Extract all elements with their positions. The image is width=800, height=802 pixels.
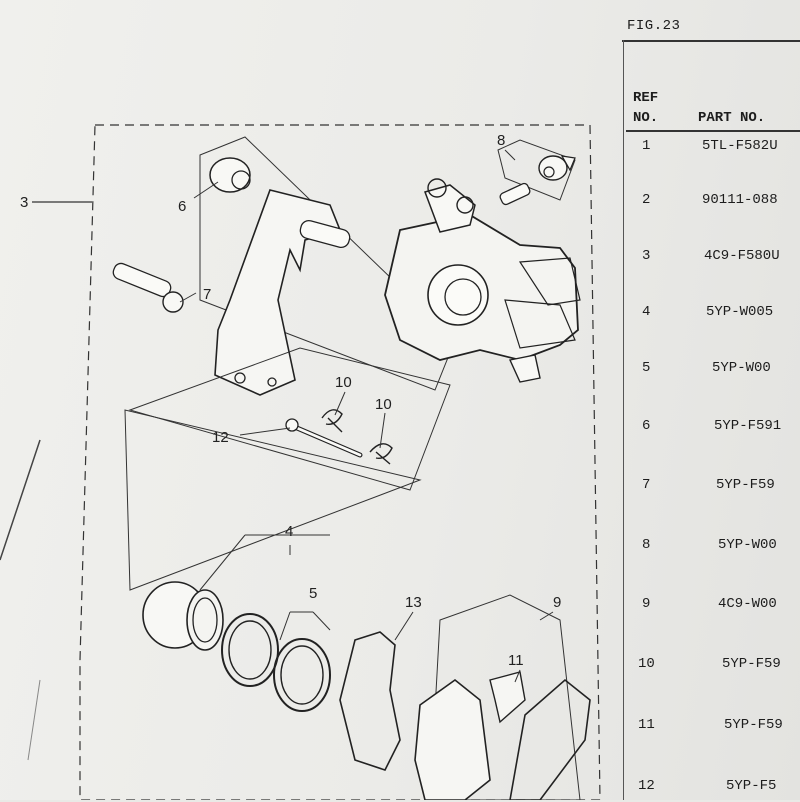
ref-number: 8: [642, 537, 651, 553]
boot-7: [162, 291, 184, 313]
part-number: 5YP-F5: [726, 778, 777, 794]
caliper-rib: [504, 299, 576, 349]
header-rule: [626, 130, 800, 132]
seal-5b-inner: [280, 645, 324, 705]
assembly-boundary: [79, 124, 601, 800]
part-number: 4C9-W00: [718, 596, 777, 612]
callout-13: 13: [405, 594, 422, 611]
slide-pin: [299, 219, 351, 249]
seal-5b: [273, 638, 331, 712]
table-row: 9 4C9-W00: [628, 596, 800, 620]
bracket-bolt-hole: [234, 372, 246, 384]
brake-pad: [414, 678, 491, 800]
pad-spring-11: [489, 671, 526, 724]
ref-number: 6: [642, 418, 651, 434]
part-number: 5YP-F59: [724, 717, 783, 733]
bracket-bolt-hole: [267, 377, 277, 387]
caliper-ear-hole: [456, 196, 474, 214]
callout-6: 6: [178, 198, 186, 215]
caliper-ear-hole: [427, 178, 447, 198]
pad-shim-13: [339, 631, 401, 771]
part-number: 5YP-W005: [706, 304, 774, 320]
bleed-screw: [499, 182, 531, 206]
table-row: 8 5YP-W00: [628, 537, 800, 561]
bleed-group-outline: [497, 139, 576, 201]
callout-10b: 10: [375, 396, 392, 413]
part-number: 5YP-W00: [712, 360, 771, 376]
part-number: 5YP-F591: [714, 418, 782, 434]
part-number: 5YP-F59: [716, 477, 775, 493]
table-row: 2 90111-088: [628, 192, 800, 216]
seal-5a: [221, 613, 279, 687]
ref-number: 1: [642, 138, 651, 154]
pad-pin-12-head: [285, 418, 299, 432]
part-number: 4C9-F580U: [704, 248, 780, 264]
bleed-cap-ring: [543, 166, 555, 178]
pad-pin-12-body: [288, 423, 362, 457]
callout-4: 4: [285, 523, 293, 540]
pin-7: [112, 262, 172, 298]
ref-number: 12: [638, 778, 655, 794]
margin-mark: [0, 439, 41, 561]
leader-lines: [179, 149, 554, 683]
header-part-no: PART NO.: [698, 110, 766, 126]
callout-7: 7: [203, 286, 211, 303]
boot-6-ring: [231, 170, 251, 190]
header-no: NO.: [633, 110, 659, 126]
table-row: 5 5YP-W00: [628, 360, 800, 384]
table-row: 7 5YP-F59: [628, 477, 800, 501]
ref-number: 11: [638, 717, 655, 733]
part-number: 5YP-F59: [722, 656, 781, 672]
ref-number: 5: [642, 360, 651, 376]
ref-number: 10: [638, 656, 655, 672]
ref-number: 3: [642, 248, 651, 264]
ref-number: 2: [642, 192, 651, 208]
table-row: 6 5YP-F591: [628, 418, 800, 442]
figure-label: FIG.23: [627, 18, 681, 34]
callout-12: 12: [212, 429, 229, 446]
table-row: 1 5TL-F582U: [628, 138, 800, 162]
seal-5a-inner: [228, 620, 272, 680]
callout-9: 9: [553, 594, 561, 611]
callout-10a: 10: [335, 374, 352, 391]
ref-number: 7: [642, 477, 651, 493]
caliper-rib: [518, 257, 581, 306]
caliper-bore: [427, 264, 489, 326]
clip-10a: [321, 409, 343, 433]
piston-group-outline: [124, 409, 422, 591]
margin-mark: [27, 679, 41, 761]
table-row: 12 5YP-F5: [624, 778, 796, 802]
ref-number: 9: [642, 596, 651, 612]
brake-pad-backing: [509, 678, 591, 800]
figure-rule: [622, 40, 800, 42]
clip-10b: [369, 443, 393, 465]
bleed-cap: [538, 155, 568, 181]
column-rule: [623, 40, 624, 800]
part-number: 5TL-F582U: [702, 138, 778, 154]
caliper-bracket: [214, 189, 342, 396]
caliper-lower-lug: [508, 354, 541, 383]
header-ref: REF: [633, 90, 659, 106]
table-row: 4 5YP-W005: [628, 304, 800, 328]
bleed-cap-tip: [560, 155, 576, 172]
part-number: 90111-088: [702, 192, 778, 208]
table-row: 10 5YP-F59: [624, 656, 796, 680]
callout-3: 3: [20, 194, 28, 211]
table-row: 3 4C9-F580U: [628, 248, 800, 272]
bracket-group-outline: [199, 136, 456, 391]
callout-8: 8: [497, 132, 505, 149]
table-row: 11 5YP-F59: [624, 717, 796, 741]
part-number: 5YP-W00: [718, 537, 777, 553]
piston-4-inner: [192, 597, 218, 643]
callout-11: 11: [508, 652, 524, 669]
ref-number: 4: [642, 304, 651, 320]
caliper-bore-inner: [444, 278, 482, 316]
callout-5: 5: [309, 585, 317, 602]
pad-pin-group-outline: [128, 347, 451, 491]
boot-6: [209, 157, 251, 193]
